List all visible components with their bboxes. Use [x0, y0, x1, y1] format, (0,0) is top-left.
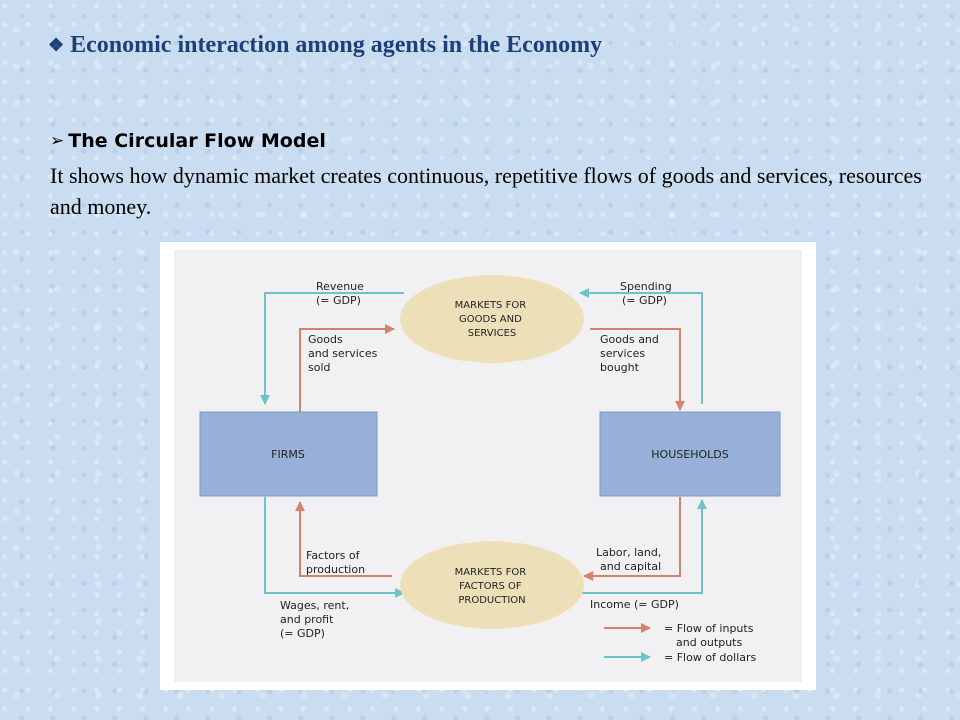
legend-money-label: = Flow of dollars: [664, 651, 757, 664]
income-flow-arrow: [580, 499, 707, 594]
wages-flow-arrow: [264, 497, 405, 598]
goods-sold-line-2: and services: [308, 347, 378, 360]
households-box: [599, 411, 781, 497]
wages-line-1: Wages, rent,: [280, 599, 349, 612]
spending-line-2: (= GDP): [622, 294, 667, 307]
wages-rent-profit-label: Wages, rent, and profit (= GDP): [280, 599, 353, 640]
factors-line-1: Factors of: [306, 549, 361, 562]
slide-heading: ❖ Economic interaction among agents in t…: [48, 32, 602, 59]
goods-market-ellipse: [400, 275, 584, 363]
households-label: HOUSEHOLDS: [651, 448, 728, 461]
goods-bought-label: Goods and services bought: [600, 333, 662, 374]
factors-market-ellipse: [400, 541, 584, 629]
diagram-svg: FIRMS HOUSEHOLDS MARKETS FOR GOODS AND S…: [174, 250, 802, 682]
firms-box: [199, 411, 378, 497]
wages-line-3: (= GDP): [280, 627, 325, 640]
labor-line-2: and capital: [600, 560, 661, 573]
spending-line-1: Spending: [620, 280, 672, 293]
revenue-line-2: (= GDP): [316, 294, 361, 307]
factors-market-line-3: PRODUCTION: [458, 595, 525, 606]
heading-text: Economic interaction among agents in the…: [70, 32, 603, 58]
labor-flow-arrow: [583, 497, 681, 581]
income-label: Income (= GDP): [590, 598, 679, 611]
legend-goods-line-2: and outputs: [676, 636, 742, 649]
description-text: It shows how dynamic market creates cont…: [50, 163, 922, 219]
goods-market-line-1: MARKETS FOR: [455, 300, 527, 311]
legend-goods-label: = Flow of inputs and outputs: [664, 622, 757, 649]
goods-sold-line-1: Goods: [308, 333, 343, 346]
wages-line-2: and profit: [280, 613, 334, 626]
revenue-label: Revenue (= GDP): [316, 280, 367, 307]
spending-label: Spending (= GDP): [620, 280, 675, 307]
labor-line-1: Labor, land,: [596, 546, 661, 559]
goods-bought-flow-arrow: [590, 328, 685, 411]
factors-market-line-2: FACTORS OF: [459, 581, 522, 592]
factors-market-label: MARKETS FOR FACTORS OF PRODUCTION: [455, 567, 530, 606]
goods-market-label: MARKETS FOR GOODS AND SERVICES: [455, 300, 530, 339]
arrow-bullet-icon: ➢: [50, 131, 65, 151]
goods-sold-label: Goods and services sold: [308, 333, 381, 374]
revenue-line-1: Revenue: [316, 280, 364, 293]
revenue-flow-arrow: [260, 292, 404, 405]
goods-bought-line-1: Goods and: [600, 333, 659, 346]
factors-market-line-1: MARKETS FOR: [455, 567, 527, 578]
goods-market-line-2: GOODS AND: [459, 314, 522, 325]
diagram-legend: = Flow of inputs and outputs = Flow of d…: [604, 622, 757, 664]
diamond-bullet-icon: ❖: [48, 35, 65, 55]
factors-line-2: production: [306, 563, 365, 576]
spending-flow-arrow: [579, 288, 703, 404]
section-heading: ➢ The Circular Flow Model: [50, 130, 326, 152]
goods-sold-flow-arrow: [299, 324, 395, 412]
section-heading-text: The Circular Flow Model: [68, 130, 326, 152]
firms-label: FIRMS: [271, 448, 305, 461]
factors-of-production-label: Factors of production: [306, 549, 365, 576]
goods-bought-line-2: services: [600, 347, 645, 360]
circular-flow-diagram: FIRMS HOUSEHOLDS MARKETS FOR GOODS AND S…: [160, 242, 816, 690]
goods-market-line-3: SERVICES: [468, 328, 517, 339]
legend-goods-line-1: = Flow of inputs: [664, 622, 754, 635]
factors-flow-arrow: [295, 501, 392, 577]
goods-sold-line-3: sold: [308, 361, 331, 374]
labor-land-capital-label: Labor, land, and capital: [596, 546, 665, 573]
goods-bought-line-3: bought: [600, 361, 640, 374]
